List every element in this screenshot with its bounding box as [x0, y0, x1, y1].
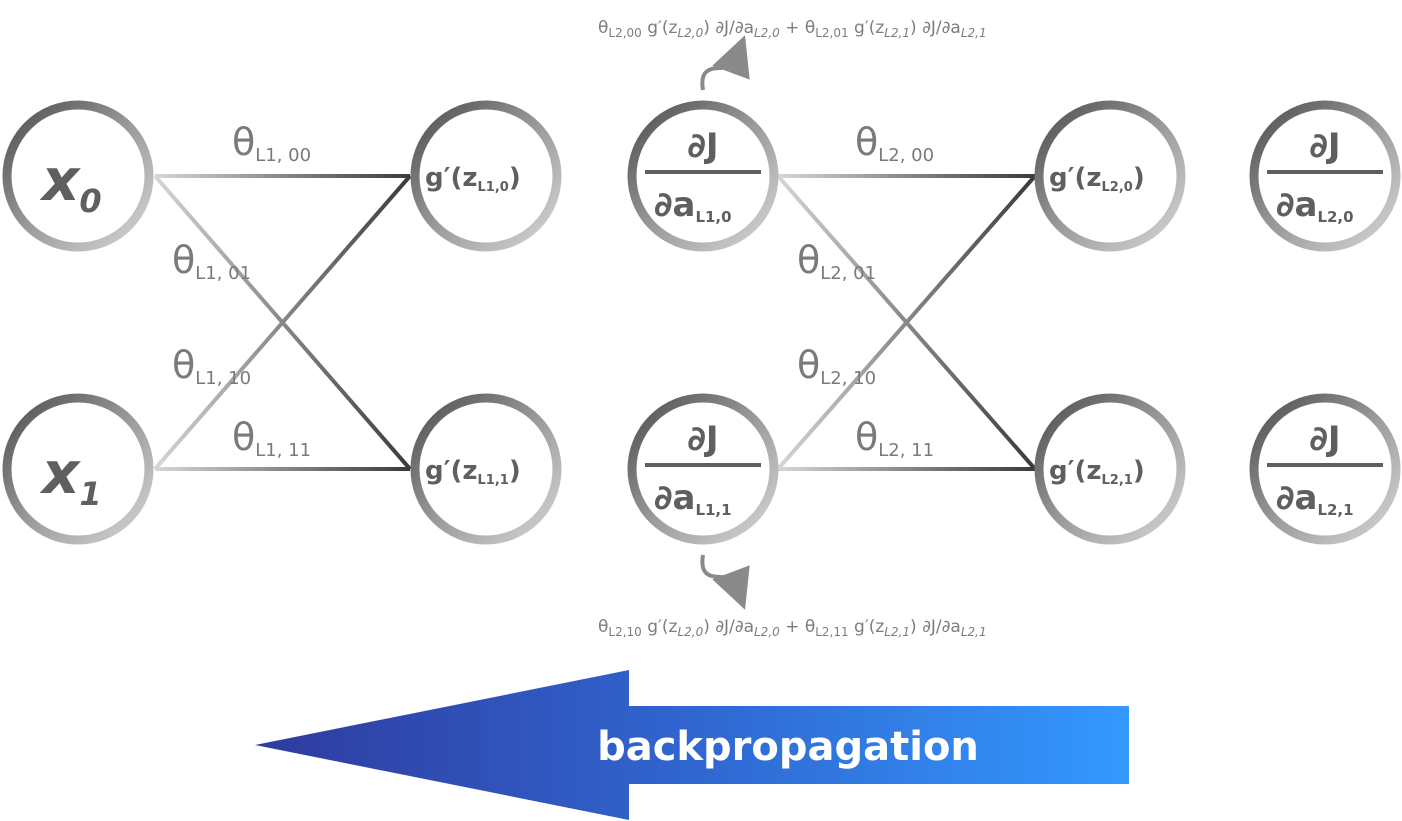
weight-label-l1-01: θL1, 01 — [172, 238, 251, 284]
node-g-l1-0: g′(zL1,0) — [410, 100, 562, 252]
weight-label-l1-00: θL1, 00 — [232, 120, 311, 166]
svg-text:x1: x1 — [39, 439, 102, 513]
node-dj-da-l2-0: ∂J ∂aL2,0 — [1249, 100, 1401, 252]
svg-text:∂aL1,0: ∂aL1,0 — [654, 185, 732, 226]
svg-text:x0: x0 — [39, 146, 102, 220]
dashed-connectors — [562, 174, 1252, 471]
svg-text:∂J: ∂J — [1309, 126, 1340, 166]
backpropagation-arrow: backpropagation — [255, 670, 1129, 820]
svg-text:∂aL2,0: ∂aL2,0 — [1276, 185, 1354, 226]
node-x1: x1 — [2, 393, 154, 545]
node-g-l2-0: g′(zL2,0) — [1034, 100, 1186, 252]
weight-label-l2-01: θL2, 01 — [797, 238, 876, 284]
backpropagation-label: backpropagation — [597, 724, 979, 770]
formula-bottom: θL2,10 g′(zL2,0) ∂J/∂aL2,0 + θL2,11 g′(z… — [598, 617, 987, 639]
svg-text:∂J: ∂J — [687, 126, 718, 166]
node-dj-da-l2-1: ∂J ∂aL2,1 — [1249, 393, 1401, 545]
svg-text:g′(zL2,1): g′(zL2,1) — [1049, 456, 1145, 488]
edge-x1-g0 — [153, 174, 412, 471]
node-dj-da-l1-0: ∂J ∂aL1,0 — [627, 100, 779, 252]
svg-text:g′(zL1,0): g′(zL1,0) — [425, 163, 521, 195]
svg-text:∂J: ∂J — [1309, 419, 1340, 459]
node-x0: x0 — [2, 100, 154, 252]
svg-text:∂aL1,1: ∂aL1,1 — [654, 478, 732, 519]
weight-label-l2-10: θL2, 10 — [797, 343, 876, 389]
layer1-connections — [153, 174, 412, 471]
weight-label-l1-11: θL1, 11 — [232, 415, 311, 461]
svg-text:∂aL2,1: ∂aL2,1 — [1276, 478, 1354, 519]
node-g-l1-1: g′(zL1,1) — [410, 393, 562, 545]
node-dj-da-l1-1: ∂J ∂aL1,1 — [627, 393, 779, 545]
weight-label-l2-11: θL2, 11 — [855, 415, 934, 461]
layer2-connections — [776, 174, 1037, 471]
node-g-l2-1: g′(zL2,1) — [1034, 393, 1186, 545]
weight-label-l2-00: θL2, 00 — [855, 120, 934, 166]
svg-text:g′(zL2,0): g′(zL2,0) — [1049, 163, 1145, 195]
weight-labels: θL1, 00 θL1, 01 θL1, 10 θL1, 11 θL2, 00 … — [172, 120, 934, 461]
curl-arrow-top — [700, 35, 750, 91]
backpropagation-arrow-shape — [255, 670, 1129, 820]
weight-label-l1-10: θL1, 10 — [172, 343, 251, 389]
curl-arrow-bottom — [700, 554, 750, 610]
edge-da1-g20 — [776, 174, 1037, 471]
formula-top: θL2,00 g′(zL2,0) ∂J/∂aL2,0 + θL2,01 g′(z… — [598, 18, 987, 40]
svg-text:g′(zL1,1): g′(zL1,1) — [425, 456, 521, 488]
svg-text:∂J: ∂J — [687, 419, 718, 459]
